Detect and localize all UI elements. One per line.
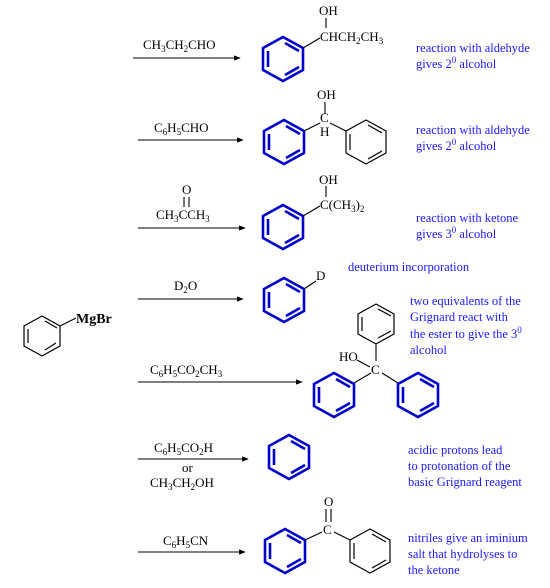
bond <box>302 205 321 217</box>
product-ring-double-bond <box>284 41 300 53</box>
note-1-line2: gives 20 alcohol <box>416 55 497 71</box>
product-ring-right <box>349 528 391 574</box>
product-7: C O <box>263 494 391 575</box>
reagent-4: D2O <box>174 278 197 295</box>
phenylmagnesium-bromide: MgBr <box>23 312 112 357</box>
product-ring-right <box>396 371 440 419</box>
carbonyl-o-label: O <box>324 494 333 509</box>
bond <box>353 372 372 384</box>
note-4-line1: deuterium incorporation <box>348 260 470 274</box>
reagent-6: C6H5CO2H <box>154 440 213 457</box>
note-5-line2: Grignard react with <box>410 310 509 324</box>
product-1: OH CHCH2CH3 <box>261 3 384 83</box>
oh-label: OH <box>317 87 336 102</box>
deuterium-label: D <box>316 268 325 283</box>
bond <box>303 122 321 132</box>
note-5-line4: alcohol <box>410 343 447 357</box>
note-6-line1: acidic protons lead <box>408 443 503 457</box>
starting-ring-double-bond <box>44 342 57 351</box>
note-3-line2: gives 30 alcohol <box>416 225 497 241</box>
mgbr-label: MgBr <box>76 312 112 327</box>
note-6-line2: to protonation of the <box>408 459 511 473</box>
product-5: C HO <box>312 303 440 419</box>
product-ring-double-bond <box>285 124 301 136</box>
bond <box>356 359 371 368</box>
product-ring-double-bond <box>284 209 300 221</box>
reaction-1: CH3CH2CHO OH CHCH2CH3 reaction with alde… <box>133 3 530 83</box>
reagent-3: CH3CCH3 <box>156 207 210 224</box>
product-ring-double-bond <box>286 533 302 545</box>
ring-double-bond <box>371 559 387 569</box>
product-2: OH C H <box>262 87 387 166</box>
chch2ch3-label: CHCH2CH3 <box>320 29 384 46</box>
product-ring-double-bond <box>286 557 302 569</box>
product-ring-double-bond <box>284 233 300 245</box>
product-ring-right <box>345 119 387 165</box>
product-ring <box>267 433 311 481</box>
starting-benzene-ring <box>23 315 61 357</box>
reagent-7: C6H5CN <box>163 533 209 550</box>
carbon-label: C <box>323 522 332 537</box>
bond <box>329 122 347 132</box>
product-ring-double-bond <box>335 401 351 413</box>
product-ring-double-bond <box>290 463 306 475</box>
carbonyl-o-label: O <box>182 182 191 197</box>
note-2-line2: gives 20 alcohol <box>416 137 497 153</box>
note-5-line3: the ester to give the 30 <box>410 325 522 341</box>
note-2-line1: reaction with aldehyde <box>416 123 530 137</box>
product-6 <box>267 433 311 481</box>
ring-double-bond <box>367 150 383 160</box>
c-mg-bond <box>59 317 77 327</box>
reaction-3: O CH3CCH3 OH C(CH3)2 reaction with keton… <box>138 172 518 251</box>
ho-label: HO <box>339 349 358 364</box>
reaction-2: C6H5CHO OH C H reaction with aldehyde gi… <box>138 87 530 166</box>
hydrogen-label: H <box>320 124 329 139</box>
product-ring-left <box>312 371 356 419</box>
bond <box>302 37 321 49</box>
c-ch3-2-label: C(CH3)2 <box>320 197 364 214</box>
note-1-line1: reaction with aldehyde <box>416 41 530 55</box>
note-5-line1: two equivalents of the <box>410 294 521 308</box>
note-6-line3: basic Grignard reagent <box>408 475 522 489</box>
bond <box>381 372 399 384</box>
reaction-7: C6H5CN C O nitriles give an iminium salt… <box>138 494 528 577</box>
reagent-1: CH3CH2CHO <box>143 37 216 54</box>
reagent-2: C6H5CHO <box>154 120 209 137</box>
bond <box>333 531 351 541</box>
note-7-line2: salt that hydrolyses to <box>408 547 517 561</box>
product-4: D <box>262 268 325 324</box>
bond <box>304 531 323 541</box>
ring-double-bond <box>377 308 392 317</box>
product-ring-double-bond <box>419 401 435 413</box>
ring-double-bond <box>377 330 392 339</box>
product-ring-double-bond <box>285 148 301 160</box>
product-ring-double-bond <box>285 282 301 294</box>
oh-label: OH <box>319 3 338 18</box>
reaction-4: D2O D deuterium incorporation <box>138 260 470 324</box>
oh-label: OH <box>319 172 338 187</box>
ring-double-bond <box>367 124 383 134</box>
product-ring-double-bond <box>290 439 306 451</box>
product-ring-double-bond <box>285 306 301 318</box>
product-ring-top <box>357 303 395 345</box>
product-ring-double-bond <box>284 65 300 77</box>
reagent-6-alt: CH3CH2OH <box>150 475 214 492</box>
carbon-label: C <box>320 110 329 125</box>
reagent-5: C6H5CO2CH3 <box>150 362 223 379</box>
reaction-5: C6H5CO2CH3 C HO two equivalents of the G… <box>138 294 522 419</box>
reaction-6: C6H5CO2H or CH3CH2OH acidic protons lead… <box>138 433 522 492</box>
reagent-6-or: or <box>182 460 194 475</box>
ring-double-bond <box>371 533 387 543</box>
carbon-label: C <box>371 362 380 377</box>
note-7-line3: the ketone <box>408 563 460 577</box>
product-ring-double-bond <box>419 377 435 389</box>
product-ring-double-bond <box>335 377 351 389</box>
starting-ring-double-bond <box>44 320 58 329</box>
product-3: OH C(CH3)2 <box>261 172 364 251</box>
bond <box>303 280 317 290</box>
note-7-line1: nitriles give an iminium <box>408 531 528 545</box>
note-3-line1: reaction with ketone <box>416 211 518 225</box>
